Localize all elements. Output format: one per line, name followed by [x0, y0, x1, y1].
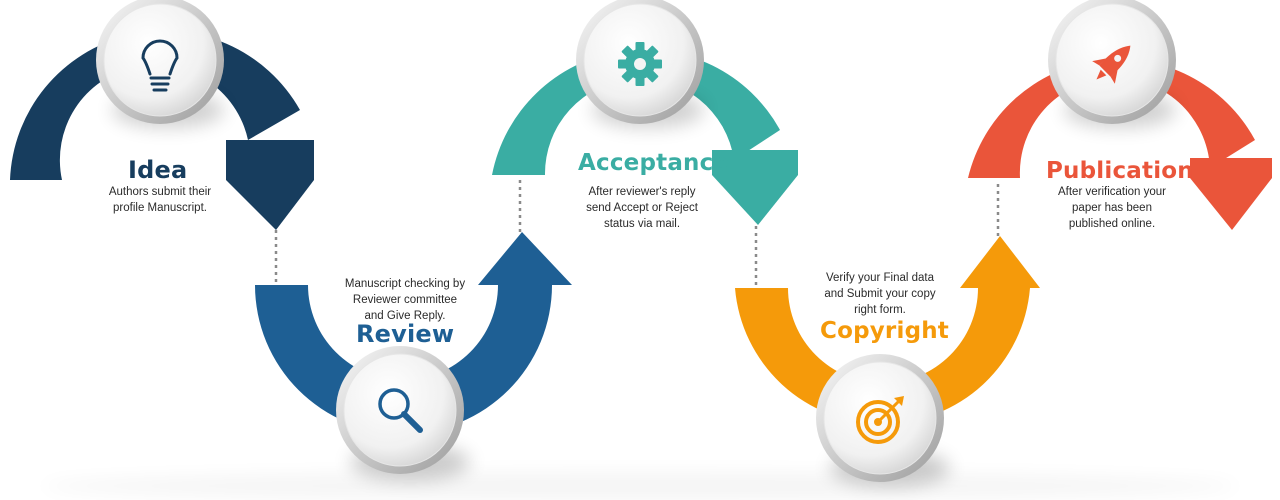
desc-line: and Give Reply. [364, 310, 446, 322]
badge-publication [1048, 0, 1176, 128]
badge-review [336, 346, 470, 480]
target-icon [856, 396, 904, 444]
magnifier-icon [378, 388, 423, 433]
desc-line: right form. [854, 304, 906, 316]
step-title-idea: Idea [128, 156, 188, 184]
arc-acceptance [492, 49, 798, 225]
step-title-acceptance: Acceptance [578, 150, 730, 176]
badge-idea [96, 0, 224, 128]
desc-line: and Submit your copy [824, 288, 936, 300]
desc-line: Reviewer committee [352, 294, 458, 306]
ground-shadow [40, 472, 1240, 500]
connector-lines [274, 178, 1000, 288]
desc-line: Verify your Final data [825, 272, 935, 284]
badge-copyright [816, 354, 950, 486]
desc-line: After reviewer's reply [588, 186, 696, 198]
step-desc-copyright: Verify your Final data and Submit your c… [808, 270, 952, 318]
rocket-icon [1092, 45, 1131, 84]
desc-line: profile Manuscript. [113, 202, 207, 214]
desc-line: send Accept or Reject [586, 202, 698, 214]
gear-icon [618, 42, 662, 86]
step-desc-idea: Authors submit their profile Manuscript. [90, 184, 230, 216]
desc-line: paper has been [1072, 202, 1152, 214]
desc-line: Manuscript checking by [344, 278, 466, 290]
step-desc-review: Manuscript checking by Reviewer committe… [330, 276, 480, 324]
arc-publication [968, 58, 1272, 230]
badge-acceptance [576, 0, 704, 128]
step-title-copyright: Copyright [820, 318, 949, 344]
arc-idea [10, 30, 314, 230]
step-desc-publication: After verification your paper has been p… [1040, 184, 1184, 232]
arc-copyright [735, 236, 1040, 424]
arc-review [255, 232, 572, 434]
lightbulb-icon [141, 39, 179, 92]
desc-line: After verification your [1057, 186, 1166, 198]
step-title-review: Review [356, 320, 455, 348]
desc-line: status via mail. [603, 218, 681, 230]
step-desc-acceptance: After reviewer's reply send Accept or Re… [570, 184, 714, 232]
desc-line: published online. [1068, 218, 1156, 230]
step-title-publication: Publication [1046, 158, 1194, 184]
desc-line: Authors submit their [108, 186, 212, 198]
